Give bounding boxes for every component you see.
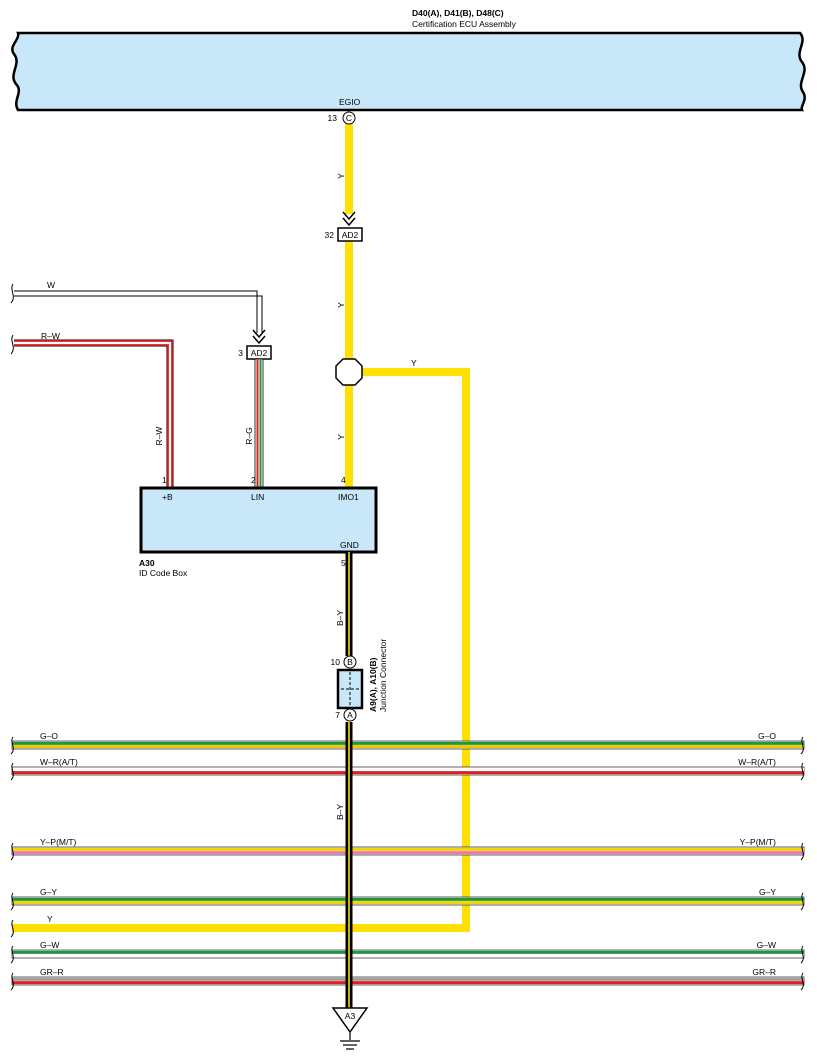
bus-label-left: GR–R	[40, 967, 64, 977]
connector-ad2-3: AD2 3	[238, 345, 272, 360]
junction-pin-b-circle	[343, 655, 357, 669]
connector-label: AD2	[251, 348, 268, 358]
ecu-name: Certification ECU Assembly	[412, 19, 517, 29]
bus-label-left: Y–P(M/T)	[40, 837, 77, 847]
bus-wire-g-y: G–Y G–Y	[10, 887, 805, 911]
wire-break-icon	[800, 842, 804, 861]
connector-pin: 3	[238, 348, 243, 358]
pin-num-1: 1	[162, 475, 167, 485]
id-code-box: 1 2 4 +B LIN IMO1 GND 5 A30 ID Code Box	[139, 475, 378, 578]
junction-top-pin: 10	[331, 657, 341, 667]
bus-label-right: G–O	[758, 731, 776, 741]
wire-break-icon	[10, 762, 14, 781]
chevron-ad2-32-icon	[342, 211, 356, 227]
pin-name-gnd: GND	[340, 540, 359, 550]
wire-break-icon	[10, 736, 14, 755]
bus-label-left: G–O	[40, 731, 58, 741]
wire-gnd: B–Y B–Y	[335, 552, 353, 1008]
wire-break-icon	[800, 762, 804, 781]
wire-rg: R–G	[244, 358, 264, 489]
ecu-pin-number: 13	[328, 113, 338, 123]
connector-ad2-32: AD2 32	[325, 227, 363, 242]
ecu-pin-13: C 13	[328, 111, 356, 125]
bus-label-right: GR–R	[752, 967, 776, 977]
bus-label-right: G–W	[757, 940, 776, 950]
id-code-box-name: ID Code Box	[139, 568, 188, 578]
wire-break-icon	[10, 842, 14, 861]
pin-name-lin: LIN	[251, 492, 264, 502]
bus-wire-w-r-a-t-: W–R(A/T) W–R(A/T)	[10, 757, 805, 781]
junction-name: Junction Connector	[378, 639, 388, 712]
junction-top-letter: B	[347, 657, 353, 667]
pin-num-2: 2	[251, 475, 256, 485]
wire-break-icon	[800, 892, 804, 911]
id-code-box-id: A30	[139, 558, 155, 568]
label-wire-w: W	[47, 280, 55, 290]
wire-break-icon	[10, 334, 14, 355]
bus-wire-g-w: G–W G–W	[10, 940, 805, 964]
ecu-id: D40(A), D41(B), D48(C)	[412, 8, 504, 18]
ecu-pin-circle	[342, 111, 356, 125]
label-wire-ad2-to-splice: Y	[336, 302, 346, 308]
bus-label-left: Y	[47, 914, 53, 924]
label-wire-rw-in: R–W	[41, 331, 60, 341]
ecu-assembly: D40(A), D41(B), D48(C) Certification ECU…	[11, 8, 806, 112]
splice-point-icon	[335, 358, 363, 386]
wire-break-icon	[10, 892, 14, 911]
bus-wire-gr-r: GR–R GR–R	[10, 967, 805, 991]
wire-splice-branch	[12, 368, 470, 932]
wire-break-icon	[10, 283, 14, 304]
bus-wire-y: Y	[10, 914, 53, 938]
yellow-wires	[12, 124, 470, 932]
pin-name-plus-b: +B	[162, 492, 173, 502]
wire-break-icon	[800, 972, 804, 991]
wire-break-icon	[800, 945, 804, 964]
wire-break-icon	[10, 919, 14, 938]
ground-point: A3	[331, 1007, 369, 1050]
wire-rw: R–W R–W	[10, 331, 174, 488]
junction-bottom-pin: 7	[335, 710, 340, 720]
ecu-pin-name: EGIO	[339, 97, 361, 107]
ecu-body	[11, 31, 806, 112]
bus-label-left: G–Y	[40, 887, 57, 897]
ground-label: A3	[345, 1011, 356, 1021]
bus-label-right: G–Y	[759, 887, 776, 897]
chevron-ad2-3-icon	[252, 329, 266, 345]
pin-num-5: 5	[341, 558, 346, 568]
junction-id: A9(A), A10(B)	[368, 657, 378, 712]
bus-wire-g-o: G–O G–O	[10, 731, 805, 755]
wire-break-icon	[10, 972, 14, 991]
ground-triangle	[331, 1007, 369, 1034]
bus-label-right: Y–P(M/T)	[740, 837, 777, 847]
ecu-pin-letter: C	[346, 113, 352, 123]
bus-label-left: G–W	[40, 940, 59, 950]
junction-bottom-letter: A	[347, 710, 353, 720]
bus-wire-y-p-m-t-: Y–P(M/T) Y–P(M/T)	[10, 837, 805, 861]
label-wire-rg: R–G	[244, 427, 254, 444]
ground-icon	[340, 1040, 360, 1050]
label-wire-splice-to-box: Y	[336, 434, 346, 440]
wire-break-icon	[10, 945, 14, 964]
id-code-box-body	[139, 486, 378, 554]
connector-pin: 32	[325, 230, 335, 240]
pin-num-4: 4	[341, 475, 346, 485]
label-wire-gnd-upper: B–Y	[335, 610, 345, 626]
label-wire-ecu-to-ad2: Y	[336, 173, 346, 179]
wire-w: W	[10, 280, 263, 333]
pin-name-imo1: IMO1	[338, 492, 359, 502]
label-wire-rw-vertical: R–W	[154, 427, 164, 446]
bus-label-right: W–R(A/T)	[738, 757, 776, 767]
connector-label: AD2	[342, 230, 359, 240]
bus-wires: G–O G–O W–R(A/T) W–R(A/T) Y–P(M/T) Y–P(M/T) G–…	[10, 731, 805, 991]
wire-break-icon	[800, 736, 804, 755]
label-wire-gnd-lower: B–Y	[335, 804, 345, 820]
junction-connector: B 10 A 7 A9(A), A10(B) Junction Connecto…	[331, 639, 388, 722]
bus-label-left: W–R(A/T)	[40, 757, 78, 767]
label-wire-splice-branch: Y	[411, 358, 417, 368]
junction-pin-a-circle	[343, 708, 357, 722]
